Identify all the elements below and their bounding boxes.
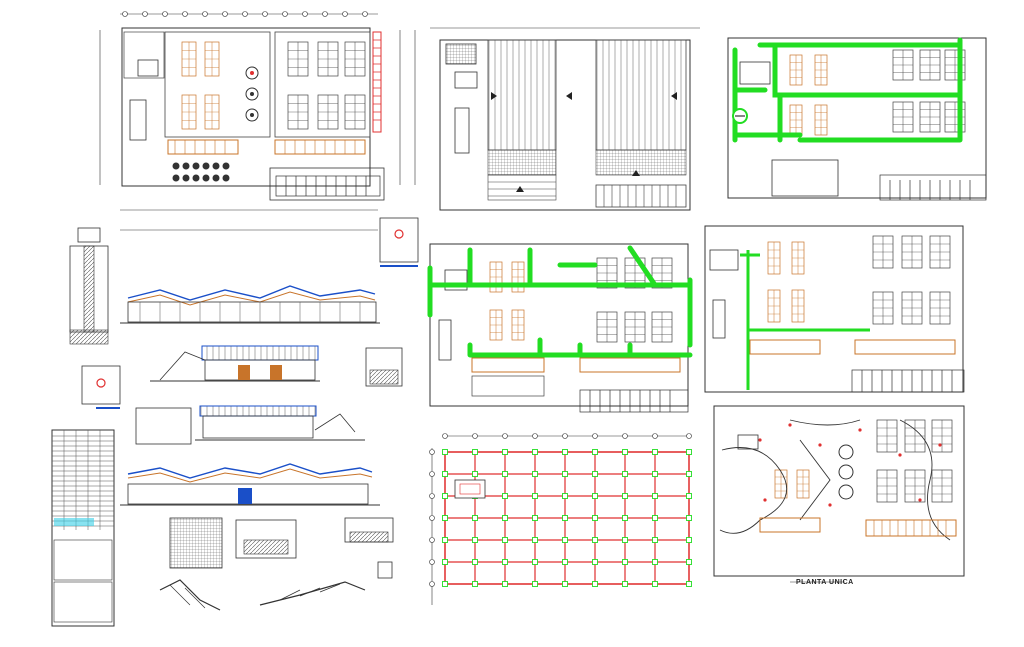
plan-with-green-routes-2 bbox=[427, 243, 693, 413]
plan-with-green-routes-3 bbox=[704, 225, 965, 393]
drawing-title: PLANTA UNICA bbox=[796, 579, 854, 586]
section-detail-small bbox=[135, 347, 403, 445]
column-section-detail bbox=[69, 217, 419, 409]
elevation-1 bbox=[120, 285, 380, 324]
plan-with-green-routes bbox=[727, 37, 987, 201]
structural-column-grid bbox=[429, 433, 692, 605]
main-floor-plan bbox=[99, 11, 416, 231]
roof-truss bbox=[159, 579, 366, 611]
planta-unica-plan bbox=[713, 405, 965, 583]
elevation-4 bbox=[120, 463, 380, 506]
schedule-table bbox=[51, 429, 115, 627]
foundation-details bbox=[169, 517, 394, 579]
elevation-3 bbox=[195, 405, 365, 441]
elevation-2 bbox=[150, 345, 320, 382]
roof-plan bbox=[430, 27, 700, 211]
